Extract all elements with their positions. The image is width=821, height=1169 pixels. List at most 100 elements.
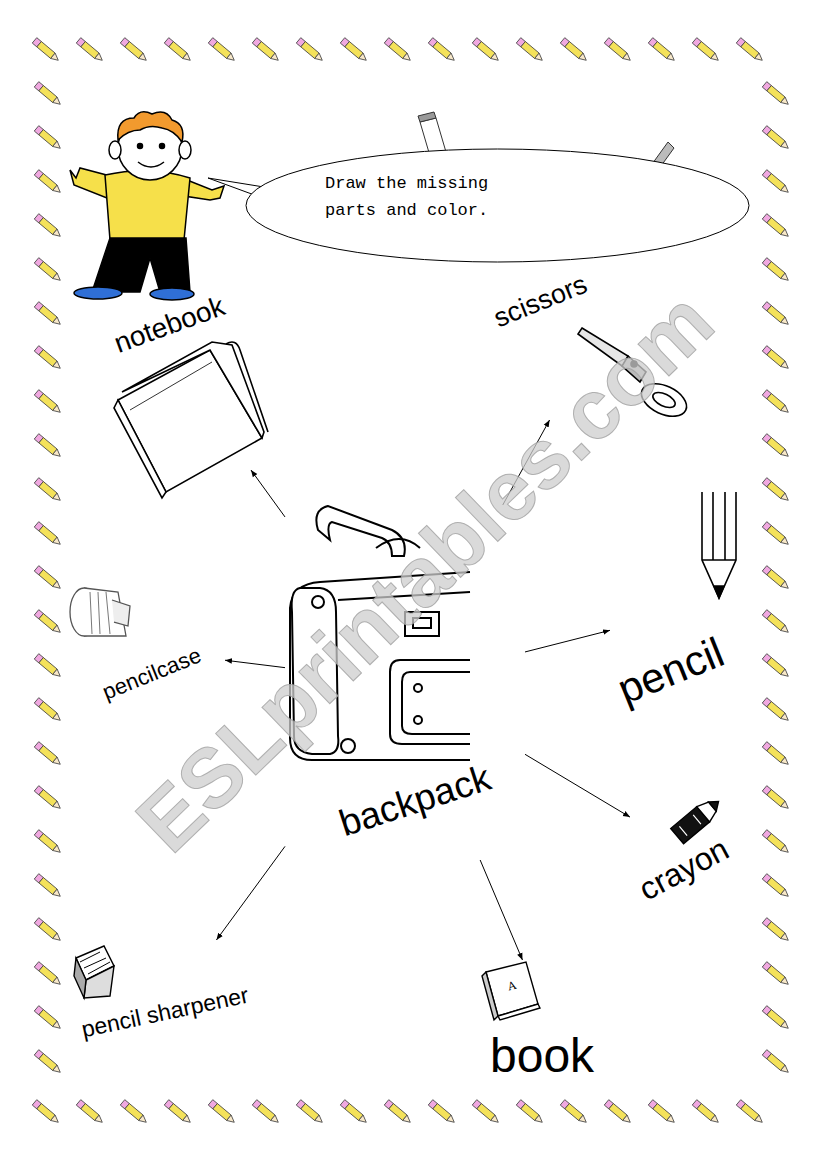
pencil-tip — [53, 845, 63, 855]
border-pencil — [296, 38, 324, 63]
pencil-tip — [53, 757, 63, 767]
border-pencil — [762, 302, 790, 327]
pencil-tip — [53, 449, 63, 459]
pencil-tip — [447, 1115, 457, 1125]
border-pencil — [34, 390, 62, 415]
border-pencil — [736, 38, 764, 63]
pencil-tip — [781, 933, 791, 943]
border-pencil — [762, 566, 790, 591]
border-pencil — [296, 1100, 324, 1125]
instruction-text: Draw the missing parts and color. — [325, 170, 530, 224]
arrow-connector — [480, 860, 522, 960]
pencil-tip — [53, 97, 63, 107]
border-pencil — [34, 610, 62, 635]
pencil-tip — [53, 801, 63, 811]
border-pencil — [648, 38, 676, 63]
item-node: pencilcase — [60, 580, 225, 720]
pencil-tip — [53, 229, 63, 239]
pencil-tip — [491, 1115, 501, 1125]
pencil-tip — [781, 317, 791, 327]
pencil-tip — [781, 581, 791, 591]
pencil-tip — [53, 273, 63, 283]
item-node: scissors — [490, 255, 700, 420]
border-pencil — [384, 1100, 412, 1125]
border-pencil — [516, 38, 544, 63]
pencil-tip — [781, 625, 791, 635]
pencil-picture — [702, 492, 736, 598]
pencil-tip — [579, 1115, 589, 1125]
pencil-tip — [781, 493, 791, 503]
pencil-border — [32, 38, 790, 1125]
border-pencil — [762, 610, 790, 635]
item-word: crayon — [633, 832, 734, 908]
item-word: book — [490, 1030, 594, 1083]
border-pencil — [762, 962, 790, 987]
pencil-tip — [781, 977, 791, 987]
pencil-tip — [781, 141, 791, 151]
pencil-tip — [403, 1115, 413, 1125]
pencil-tip — [51, 1115, 61, 1125]
border-pencil — [762, 126, 790, 151]
border-pencil — [340, 1100, 368, 1125]
pencil-tip — [315, 53, 325, 63]
border-pencil — [252, 38, 280, 63]
pencil-tip — [447, 53, 457, 63]
border-pencil — [252, 1100, 280, 1125]
border-pencil — [762, 786, 790, 811]
arrow-connector — [525, 630, 610, 652]
pencil-tip — [535, 53, 545, 63]
item-word: scissors — [490, 270, 592, 334]
bubble-outline — [245, 148, 750, 263]
border-pencil — [560, 38, 588, 63]
pencil-tip — [53, 493, 63, 503]
item-word: pencil sharpener — [79, 983, 251, 1043]
pencil-tip — [227, 53, 237, 63]
border-pencil — [428, 1100, 456, 1125]
border-pencil — [34, 786, 62, 811]
pencil-tip — [781, 757, 791, 767]
bubble-ellipse — [246, 149, 749, 262]
border-pencil — [762, 346, 790, 371]
pencil-tip — [781, 537, 791, 547]
pencil-tip — [53, 185, 63, 195]
border-pencil — [34, 962, 62, 987]
pencil-tip — [781, 97, 791, 107]
pencil-tip — [781, 405, 791, 415]
border-pencil — [34, 478, 62, 503]
pencil-tip — [51, 53, 61, 63]
pencil-tip — [667, 53, 677, 63]
pencil-tip — [623, 1115, 633, 1125]
border-pencil — [340, 38, 368, 63]
item-node: pencil sharpener — [70, 940, 275, 1060]
pencil-tip — [781, 229, 791, 239]
border-pencil — [34, 874, 62, 899]
pencil-tip — [315, 1115, 325, 1125]
border-pencil — [76, 1100, 104, 1125]
border-pencil — [692, 38, 720, 63]
pencil-tip — [53, 713, 63, 723]
pencil-tip — [95, 1115, 105, 1125]
border-pencil — [34, 742, 62, 767]
pencil-tip — [53, 889, 63, 899]
border-pencil — [34, 1006, 62, 1031]
border-pencil — [762, 742, 790, 767]
border-pencil — [762, 654, 790, 679]
border-pencil — [736, 1100, 764, 1125]
pencil-tip — [139, 53, 149, 63]
border-pencil — [762, 918, 790, 943]
border-pencil — [32, 1100, 60, 1125]
border-pencil — [34, 698, 62, 723]
border-pencil — [34, 82, 62, 107]
border-pencil — [34, 214, 62, 239]
pencil-tip — [139, 1115, 149, 1125]
pencil-tip — [781, 669, 791, 679]
border-pencil — [34, 126, 62, 151]
border-pencil — [34, 522, 62, 547]
pencil-tip — [781, 1065, 791, 1075]
pencil-tip — [579, 53, 589, 63]
border-pencil — [34, 830, 62, 855]
border-pencil — [32, 38, 60, 63]
border-pencil — [762, 390, 790, 415]
border-pencil — [692, 1100, 720, 1125]
border-pencil — [472, 1100, 500, 1125]
